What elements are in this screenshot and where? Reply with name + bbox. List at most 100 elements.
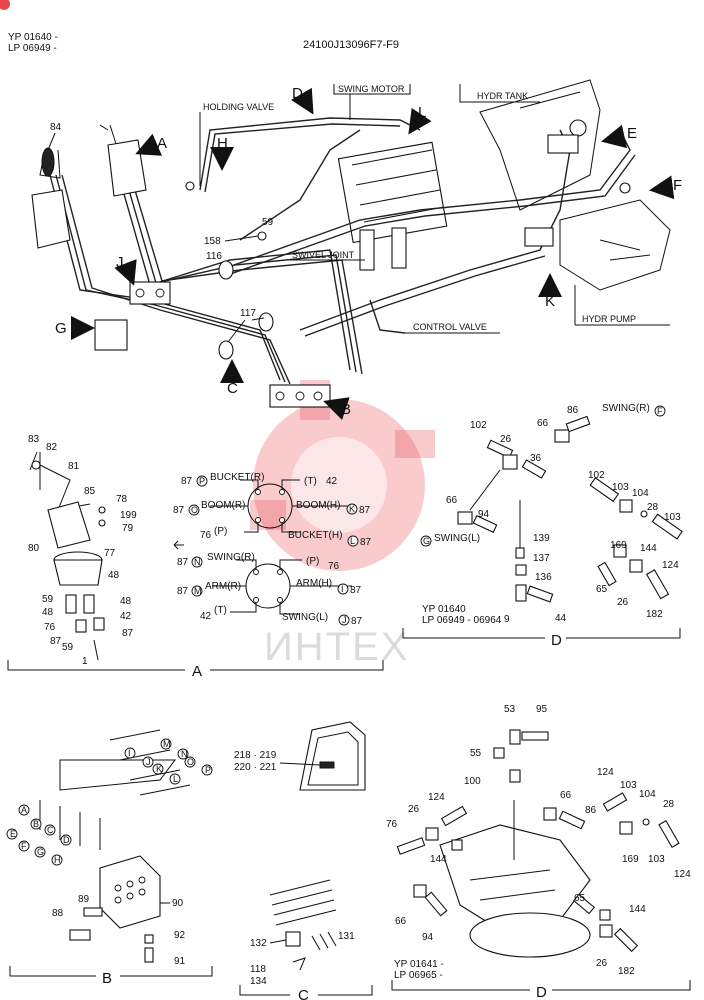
d2-serial-yp: YP 01641 - — [394, 959, 444, 970]
part-26b: 26 — [617, 597, 629, 608]
label-port_diagram-lower-t_port: (T) — [214, 605, 227, 616]
part-53: 53 — [504, 704, 516, 715]
section-a: 83 82 81 85 78 199 79 77 80 48 59 48 48 … — [7, 434, 384, 680]
part-26b-b: 26 — [596, 958, 608, 969]
part-44: 44 — [555, 613, 567, 624]
part-48c: 48 — [42, 607, 54, 618]
label-port_diagram-upper-p87_4: 87 — [360, 537, 372, 548]
label-port_diagram-upper-p_port: (P) — [214, 526, 227, 537]
part-124a: 124 — [428, 792, 445, 803]
label-section_b-circles-3: L — [173, 774, 178, 784]
part-144b-b: 144 — [629, 904, 646, 915]
port-swing-r: SWING(R) — [207, 552, 255, 563]
part-76-b: 76 — [386, 819, 398, 830]
label-section_b-circles-14: G — [37, 847, 44, 857]
part-81: 81 — [68, 461, 80, 472]
view-arrow-a: A — [135, 133, 167, 156]
view-arrow-b: B — [323, 397, 351, 421]
part-83: 83 — [28, 434, 40, 445]
label-swing-motor: SWING MOTOR — [338, 84, 405, 94]
part-94: 94 — [478, 509, 490, 520]
part-66a: 66 — [537, 418, 549, 429]
label-port_diagram-upper-c_O: O — [191, 505, 198, 515]
view-arrow-f: F — [649, 175, 682, 200]
label-view_arrows-E: E — [627, 125, 637, 142]
label-port_diagram-lower-c_M: M — [194, 586, 202, 596]
serial-lp: LP 06949 - — [8, 43, 57, 54]
part-104-b: 104 — [639, 789, 656, 800]
label-view_arrows-K: K — [545, 293, 555, 310]
section-label-d-bottom: D — [536, 984, 547, 1000]
label-control-valve: CONTROL VALVE — [413, 322, 487, 332]
part-77: 77 — [104, 548, 116, 559]
part-36: 36 — [530, 453, 542, 464]
part-59a: 59 — [42, 594, 54, 605]
part-82: 82 — [46, 442, 58, 453]
part-124c: 124 — [674, 869, 691, 880]
port-swing-l: SWING(L) — [282, 612, 328, 623]
label-port_diagram-lower-c_J: J — [342, 615, 347, 625]
label-view_arrows-B: B — [341, 401, 351, 418]
label-port_diagram-upper-p87_1: 87 — [181, 476, 193, 487]
part-103b: 103 — [664, 512, 681, 523]
part-9: 9 — [504, 614, 510, 625]
part-134: 134 — [250, 976, 267, 987]
part-48b: 48 — [120, 596, 132, 607]
part-85: 85 — [84, 486, 96, 497]
label-port_diagram-upper-c_K: K — [349, 504, 355, 514]
label-port_diagram-lower-p87_4: 87 — [351, 616, 363, 627]
part-59b: 59 — [62, 642, 74, 653]
part-66c: 66 — [395, 916, 407, 927]
section-d-bottom: 53 95 55 100 124 66 124 103 104 28 26 86… — [386, 704, 691, 1000]
section-label-b: B — [102, 970, 112, 987]
view-arrow-l: L — [408, 104, 432, 135]
part-182-b: 182 — [618, 966, 635, 977]
port-arm-h: ARM(H) — [296, 578, 332, 589]
part-94-b: 94 — [422, 932, 434, 943]
part-91: 91 — [174, 956, 186, 967]
section-b: I J K L M N O P A B C D E F G H 89 88 90… — [6, 729, 213, 987]
part-124b: 124 — [597, 767, 614, 778]
label-port_diagram-upper-p87_2: 87 — [173, 505, 185, 516]
part-28-b: 28 — [663, 799, 675, 810]
label-section_b-circles-8: A — [21, 805, 27, 815]
part-92: 92 — [174, 930, 186, 941]
part-65-b: 65 — [574, 893, 586, 904]
label-view_arrows-L: L — [418, 104, 426, 121]
label-view_arrows-A: A — [157, 135, 167, 152]
part-84: 84 — [50, 122, 62, 133]
part-158: 158 — [204, 236, 221, 247]
part-132: 132 — [250, 938, 267, 949]
label-section_b-circles-10: C — [47, 825, 54, 835]
label-section_b-circles-4: M — [163, 739, 171, 749]
part-1: 1 — [82, 656, 88, 667]
section-label-c: C — [298, 987, 309, 1000]
part-88: 88 — [52, 908, 64, 919]
part-65: 65 — [596, 584, 608, 595]
part-48a: 48 — [108, 570, 120, 581]
part-103a: 103 — [612, 482, 629, 493]
label-port_diagram-lower-p42: 42 — [200, 611, 212, 622]
label-port_diagram-upper-p42: 42 — [326, 476, 338, 487]
part-76: 76 — [44, 622, 56, 633]
part-28: 28 — [647, 502, 659, 513]
label-section_b-circles-7: P — [205, 765, 211, 775]
view-arrow-h: H — [210, 135, 234, 171]
label-port_diagram-upper-t_port: (T) — [304, 476, 317, 487]
part-66b: 66 — [446, 495, 458, 506]
label-section_b-circles-5: N — [181, 749, 188, 759]
label-section_b-circles-6: O — [187, 757, 194, 767]
part-86: 86 — [567, 405, 579, 416]
d2-serial-lp: LP 06965 - — [394, 970, 443, 981]
section-label-d-top: D — [551, 632, 562, 649]
part-86-b: 86 — [585, 805, 597, 816]
corner-badge-icon — [0, 0, 10, 10]
part-199: 199 — [120, 510, 137, 521]
view-arrow-e: E — [601, 124, 637, 149]
d-serial-yp: YP 01640 — [422, 604, 466, 615]
label-port_diagram-lower-c_N: N — [194, 557, 201, 567]
view-arrow-d: D — [291, 85, 314, 115]
label-view_arrows-J: J — [116, 254, 124, 271]
part-104: 104 — [632, 488, 649, 499]
part-220-221: 220 · 221 — [234, 762, 277, 773]
